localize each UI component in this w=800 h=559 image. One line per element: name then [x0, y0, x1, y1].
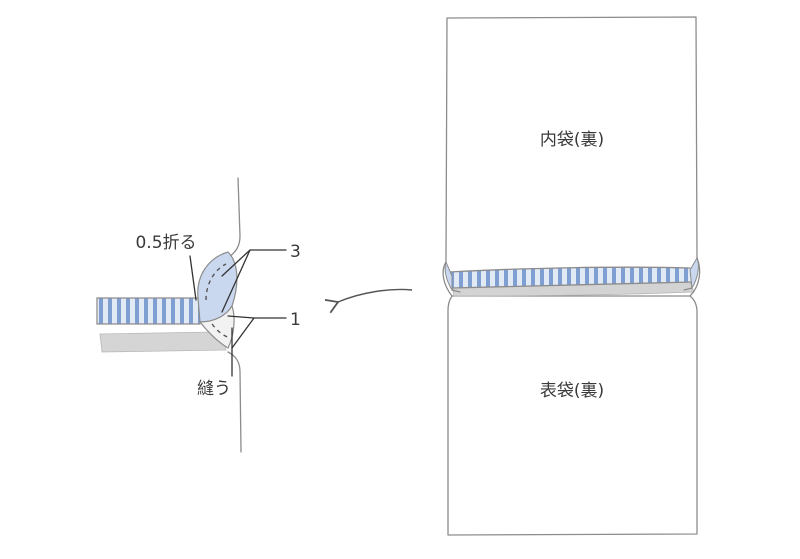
- outer-bag-label: 表袋(裏): [540, 380, 604, 401]
- bag-figure: 内袋(裏) 表袋(裏): [442, 16, 701, 536]
- stitch-dashed-upper: [205, 263, 227, 301]
- detail-fold-lower: [198, 304, 235, 349]
- outer-bag-panel: [447, 295, 698, 536]
- step-3-label: 3: [290, 242, 301, 262]
- curved-arrow-left-icon: [324, 288, 413, 314]
- fold-label: 0.5折る: [135, 233, 196, 253]
- cross-section-detail: 0.5折る 3 1 縫う: [96, 177, 301, 453]
- striped-band: [449, 266, 695, 289]
- step-1-label: 1: [290, 310, 301, 330]
- leader-1a: [227, 315, 287, 319]
- leader-fold: [189, 255, 197, 301]
- leader-1b: [231, 317, 255, 349]
- leader-3b: [221, 249, 251, 313]
- sew-label: 縫う: [197, 379, 231, 399]
- detail-striped-band: [98, 298, 200, 324]
- inner-bag-label: 内袋(裏): [540, 129, 604, 150]
- detail-gray-strip: [99, 331, 227, 353]
- stitch-dashed-lower: [211, 323, 231, 339]
